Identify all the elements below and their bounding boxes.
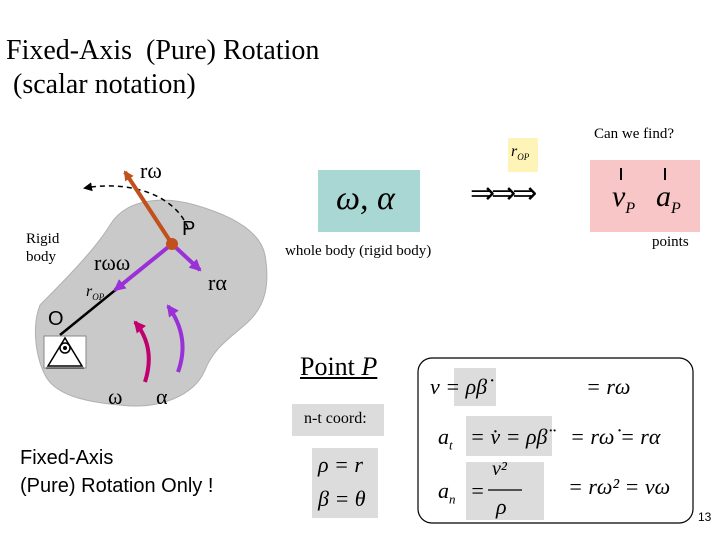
r-op-sub: OP — [92, 292, 105, 303]
vp-sub: P — [625, 200, 636, 217]
rho-beta-box — [312, 448, 378, 518]
point-p-heading-word: Point — [300, 352, 362, 381]
an-sub: n — [449, 491, 456, 507]
implies-arrows: ⇒⇒⇒ — [470, 177, 537, 210]
title-line-2: (scalar notation) — [6, 69, 196, 100]
nt-coord-label: n-t coord: — [304, 410, 367, 427]
v-eq-rhs: = rω — [586, 374, 631, 399]
can-we-find-label: Can we find? — [594, 126, 674, 142]
r-op-top-sub: OP — [517, 152, 530, 163]
r-op-near-line: rOP — [86, 283, 104, 302]
at-lhs: at — [438, 424, 453, 453]
an-rhs: = rω² = vω — [568, 474, 671, 499]
r-op-top-symbol: r — [511, 143, 518, 160]
r-alpha-label: rα — [208, 270, 227, 295]
an-lhs: an — [438, 478, 456, 507]
r-op-top: rOP — [511, 143, 529, 162]
slide-title: Fixed-Axis (Pure) Rotation (scalar notat… — [6, 34, 319, 102]
at-sub: t — [449, 437, 453, 453]
r-op-symbol: r — [86, 283, 93, 300]
point-p-heading-var: P — [361, 352, 378, 381]
at-rhs: = rω̇ = rα — [570, 424, 661, 449]
omega-alpha-symbols: ω, α — [336, 180, 395, 217]
point-p-label: P — [182, 218, 196, 240]
at-mid: = v̇ = ρβ̈ — [470, 424, 548, 449]
eq-box-an — [466, 462, 544, 520]
vp-letter: v — [612, 180, 626, 213]
nt-coord-box — [292, 404, 384, 436]
ap-symbol: aP — [656, 180, 681, 218]
vp-ap-box — [590, 160, 700, 232]
rho-eq-r: ρ = r — [318, 452, 363, 477]
rigid-body-label: Rigid body — [26, 231, 60, 265]
pin-support-icon — [43, 335, 87, 369]
whole-body-label: whole body (rigid body) — [285, 243, 432, 259]
point-p-heading: Point P — [300, 352, 377, 382]
alpha-label: α — [156, 384, 168, 409]
omega-rotation-arc-icon — [133, 320, 151, 383]
v-eq-lhs: v = ρβ̇ — [430, 374, 488, 399]
alpha-rotation-arc-icon — [166, 304, 185, 373]
eq-box-v — [454, 368, 496, 406]
omega-alpha-box — [318, 170, 420, 232]
tangential-arrow-r-alpha — [170, 242, 202, 272]
beta-eq-theta: β = θ — [318, 486, 366, 511]
r-omega-label: rω — [140, 158, 162, 183]
omega-label: ω — [108, 384, 123, 409]
an-equals: = — [470, 478, 485, 503]
ap-letter: a — [656, 180, 671, 213]
footer-line-1: Fixed-Axis — [20, 447, 114, 469]
footer-note: Fixed-Axis (Pure) Rotation Only ! — [20, 444, 213, 500]
eq-box-at — [466, 416, 552, 456]
page-number: 13 — [698, 510, 712, 524]
ap-sub: P — [671, 200, 681, 217]
dashed-path-arc — [83, 182, 189, 229]
points-label: points — [652, 234, 689, 250]
r-omega-omega-label: rωω — [94, 250, 131, 275]
an-numerator: v² — [492, 458, 507, 480]
vp-symbol: vP — [612, 180, 635, 218]
an-denominator: ρ — [496, 494, 507, 519]
point-p-dot — [166, 238, 178, 250]
origin-label: O — [48, 308, 64, 330]
rigid-body-shape — [35, 199, 268, 407]
r-op-box — [508, 138, 538, 172]
tangential-arrow-r-omega — [123, 170, 174, 246]
title-line-1: Fixed-Axis (Pure) Rotation — [6, 35, 320, 66]
normal-arrow-r-omega-omega — [113, 242, 174, 292]
footer-line-2: (Pure) Rotation Only ! — [20, 475, 214, 497]
at-letter: a — [438, 424, 449, 449]
an-letter: a — [438, 478, 449, 503]
